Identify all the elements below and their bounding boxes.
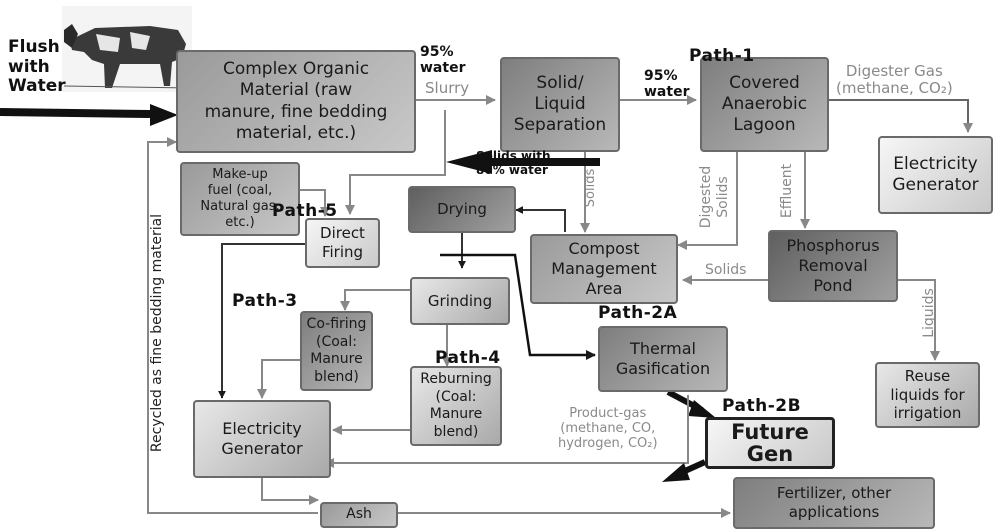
compost-management-area-box: Compost Management Area [530, 234, 678, 304]
co-firing-box: Co-firing (Coal: Manure blend) [300, 311, 373, 391]
water-95-label-a: 95% water [420, 44, 466, 77]
solids-with-water-label: Solids with 80% water [476, 149, 551, 177]
slurry-label: Slurry [425, 79, 470, 97]
path-4-label: Path-4 [435, 348, 501, 368]
covered-anaerobic-lagoon-box: Covered Anaerobic Lagoon [700, 57, 829, 152]
direct-firing-box: Direct Firing [305, 218, 380, 268]
effluent-label: Effluent [779, 163, 795, 219]
solids-vertical-label: Solids [583, 168, 598, 208]
liquids-label: Liquids [921, 288, 937, 338]
grinding-box: Grinding [410, 277, 510, 325]
electricity-generator-right-box: Electricity Generator [878, 136, 993, 214]
path-5-label: Path-5 [272, 201, 338, 221]
recycled-bedding-label: Recycled as fine bedding material [149, 213, 165, 453]
cow-illustration [62, 6, 192, 92]
reburning-box: Reburning (Coal: Manure blend) [410, 366, 502, 446]
flush-with-water-label: Flush with Water [8, 37, 66, 97]
digester-gas-label: Digester Gas (methane, CO₂) [836, 62, 953, 98]
drying-box: Drying [408, 186, 516, 233]
complex-organic-material-box: Complex Organic Material (raw manure, fi… [176, 50, 416, 153]
electricity-generator-left-box: Electricity Generator [193, 400, 331, 478]
future-gen-box: Future Gen [705, 417, 835, 469]
solid-liquid-separation-box: Solid/ Liquid Separation [500, 57, 620, 152]
path-1-label: Path-1 [689, 46, 755, 66]
digested-solids-label: Digested Solids [698, 165, 731, 229]
ash-box: Ash [320, 502, 398, 528]
make-up-fuel-box: Make-up fuel (coal, Natural gas, etc.) [180, 162, 300, 236]
solids-horizontal-label: Solids [705, 262, 747, 278]
path-2b-label: Path-2B [722, 396, 802, 416]
water-95-label-b: 95% water [644, 68, 690, 101]
path-3-label: Path-3 [232, 291, 298, 311]
phosphorus-removal-pond-box: Phosphorus Removal Pond [768, 230, 898, 302]
thermal-gasification-box: Thermal Gasification [598, 326, 728, 392]
reuse-liquids-box: Reuse liquids for irrigation [875, 362, 980, 428]
product-gas-label: Product-gas (methane, CO, hydrogen, CO₂) [558, 406, 658, 451]
fertilizer-box: Fertilizer, other applications [733, 477, 935, 529]
path-2a-label: Path-2A [598, 303, 678, 323]
